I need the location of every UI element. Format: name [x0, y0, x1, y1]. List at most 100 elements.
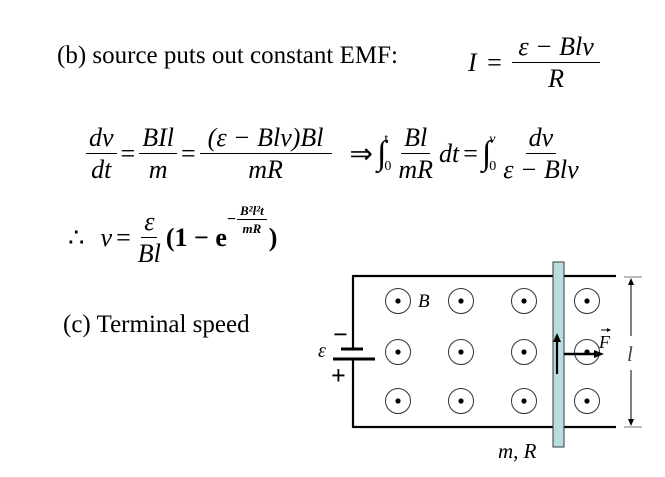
field-circle — [511, 288, 537, 314]
fraction-denominator: Bl — [137, 239, 161, 269]
battery-minus-sign: − — [333, 320, 348, 349]
fraction-denominator: dt — [91, 155, 112, 185]
field-dot — [584, 298, 590, 304]
current-symbol: I — [468, 47, 477, 77]
fraction-denominator: mR — [248, 155, 283, 185]
fraction-denominator: mR — [398, 155, 433, 185]
field-out-of-page-icon — [511, 388, 537, 414]
force-label: F — [598, 332, 611, 352]
exponent-denominator: mR — [242, 221, 262, 237]
field-out-of-page-icon — [385, 288, 411, 314]
current-arrow-icon — [553, 333, 561, 342]
dimension-arrow-up-icon — [628, 278, 634, 285]
solution-equation: ∴ v = ε Bl (1 − e − B²l²t mR ) — [68, 203, 278, 268]
fraction-denominator: ε − Blv — [503, 155, 579, 185]
field-circle — [385, 288, 411, 314]
equals-sign: = — [487, 47, 502, 77]
part-c-label: (c) Terminal speed — [63, 311, 250, 338]
exponential-open: (1 − e — [165, 222, 227, 252]
field-out-of-page-icon — [448, 388, 474, 414]
field-dot — [395, 298, 401, 304]
field-out-of-page-icon — [385, 339, 411, 365]
exponent-numerator: B²l²t — [237, 203, 267, 221]
equals-sign: = — [116, 222, 131, 252]
equals-sign: = — [120, 138, 136, 168]
force-arrow-icon — [594, 350, 604, 358]
field-circle — [448, 339, 474, 365]
integral-limits: t 0 — [384, 127, 391, 180]
integral-sign: ∫ — [376, 134, 387, 172]
field-circle — [448, 388, 474, 414]
field-dot — [458, 298, 464, 304]
exponent-sign: − — [226, 210, 237, 228]
fraction-numerator: BIl — [139, 124, 177, 155]
field-out-of-page-icon — [511, 339, 537, 365]
integral-lower-limit: 0 — [489, 158, 497, 174]
field-circle — [574, 288, 600, 314]
exponential-close: ) — [268, 222, 278, 252]
current-denominator: R — [548, 64, 564, 94]
force-fraction: (ε − Blv)Bl mR — [199, 124, 332, 185]
differential-dt: dt — [438, 138, 460, 168]
integral-upper-limit: v — [489, 132, 496, 148]
dynamics-equation: dv dt = BIl m = (ε − Blv)Bl mR ⇒ ∫ t 0 B… — [86, 124, 582, 184]
equals-sign: = — [463, 138, 478, 168]
bar-label: m, R — [498, 439, 537, 463]
field-circle — [385, 388, 411, 414]
field-out-of-page-icon — [448, 288, 474, 314]
fraction-numerator: dv — [525, 124, 557, 155]
field-circle — [574, 339, 600, 365]
terminal-fraction: ε Bl — [135, 208, 164, 268]
bil-m-fraction: BIl m — [139, 124, 177, 184]
dv-emf-fraction: dv ε − Blv — [500, 124, 581, 184]
field-out-of-page-icon — [574, 388, 600, 414]
field-out-of-page-icon — [511, 288, 537, 314]
current-numerator: ε − Blv — [512, 33, 600, 64]
field-circle — [511, 339, 537, 365]
field-dot — [395, 398, 401, 404]
field-circle — [574, 388, 600, 414]
length-label: l — [627, 342, 633, 366]
current-equation: I = ε − Blv R — [468, 33, 600, 93]
field-dot — [521, 349, 527, 355]
emf-label: ε — [318, 340, 326, 362]
field-circle — [511, 388, 537, 414]
fraction-numerator: dv — [86, 124, 117, 155]
dimension-arrow-down-icon — [628, 419, 634, 426]
integral-limits: v 0 — [489, 127, 496, 180]
dv-dt-fraction: dv dt — [86, 124, 117, 184]
battery-plus-sign: + — [331, 361, 346, 390]
field-dot — [458, 349, 464, 355]
field-label: B — [418, 291, 430, 312]
magnetic-field-grid — [385, 288, 600, 414]
current-fraction: ε − Blv R — [512, 33, 600, 94]
part-b-label: (b) source puts out constant EMF: — [57, 42, 398, 69]
fraction-numerator: (ε − Blv)Bl — [199, 124, 332, 155]
field-out-of-page-icon — [448, 339, 474, 365]
therefore-symbol: ∴ — [68, 222, 85, 252]
field-dot — [521, 298, 527, 304]
fraction-numerator: Bl — [401, 124, 431, 155]
field-dot — [521, 398, 527, 404]
exponent: − B²l²t mR — [226, 203, 267, 237]
field-circle — [448, 288, 474, 314]
integral-sign: ∫ — [481, 134, 492, 172]
fraction-denominator: m — [148, 155, 168, 185]
bl-mr-fraction: Bl mR — [395, 124, 436, 184]
field-dot — [584, 398, 590, 404]
force-vector-tip — [607, 328, 611, 332]
field-dot — [395, 349, 401, 355]
implies-arrow: ⇒ — [349, 138, 373, 170]
velocity-symbol: v — [100, 222, 113, 252]
integral-lower-limit: 0 — [384, 158, 392, 174]
field-dot — [458, 398, 464, 404]
field-out-of-page-icon — [574, 288, 600, 314]
field-circle — [385, 339, 411, 365]
sliding-bar — [552, 261, 565, 448]
equals-sign: = — [180, 138, 196, 168]
field-out-of-page-icon — [385, 388, 411, 414]
integral-upper-limit: t — [384, 132, 389, 148]
exponent-fraction: B²l²t mR — [237, 203, 267, 237]
fraction-numerator: ε — [141, 208, 158, 239]
